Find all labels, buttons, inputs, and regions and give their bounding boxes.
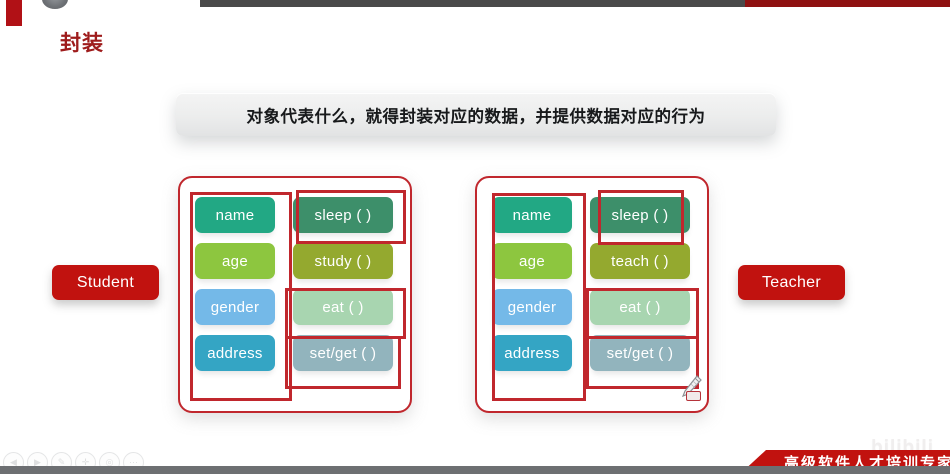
student-method-column: sleep ( ) study ( ) eat ( ) set/get ( ): [293, 197, 397, 381]
headline-banner: 对象代表什么，就得封装对应的数据，并提供数据对应的行为: [176, 93, 776, 136]
pen-cursor-badge: [686, 391, 701, 401]
chip-method[interactable]: teach ( ): [590, 243, 690, 286]
avatar: [42, 0, 68, 9]
chip-attribute[interactable]: name: [492, 197, 572, 240]
bottom-bar: [0, 466, 950, 474]
teacher-attribute-column: name age gender address: [492, 197, 580, 381]
class-card-student: name age gender address sleep ( ) study …: [178, 176, 412, 413]
video-progress-played[interactable]: [745, 0, 950, 7]
chip-method[interactable]: eat ( ): [590, 289, 690, 332]
top-left-red-marker: [6, 0, 22, 26]
chip-method[interactable]: set/get ( ): [293, 335, 393, 378]
chip-method[interactable]: sleep ( ): [293, 197, 393, 240]
student-attribute-column: name age gender address: [195, 197, 283, 381]
chip-attribute[interactable]: address: [492, 335, 572, 378]
chip-method[interactable]: sleep ( ): [590, 197, 690, 240]
chip-attribute[interactable]: age: [492, 243, 572, 286]
chip-attribute[interactable]: age: [195, 243, 275, 286]
chip-method[interactable]: eat ( ): [293, 289, 393, 332]
teacher-method-column: sleep ( ) teach ( ) eat ( ) set/get ( ): [590, 197, 694, 381]
class-card-teacher: name age gender address sleep ( ) teach …: [475, 176, 709, 413]
chip-attribute[interactable]: name: [195, 197, 275, 240]
page-title: 封装: [60, 32, 104, 55]
chip-attribute[interactable]: address: [195, 335, 275, 378]
chip-attribute[interactable]: gender: [195, 289, 275, 332]
chip-method[interactable]: study ( ): [293, 243, 393, 286]
video-progress-track[interactable]: [200, 0, 745, 7]
headline-banner-text: 对象代表什么，就得封装对应的数据，并提供数据对应的行为: [246, 107, 706, 126]
chip-attribute[interactable]: gender: [492, 289, 572, 332]
chip-method[interactable]: set/get ( ): [590, 335, 690, 378]
label-teacher: Teacher: [738, 265, 845, 300]
label-student: Student: [52, 265, 159, 300]
